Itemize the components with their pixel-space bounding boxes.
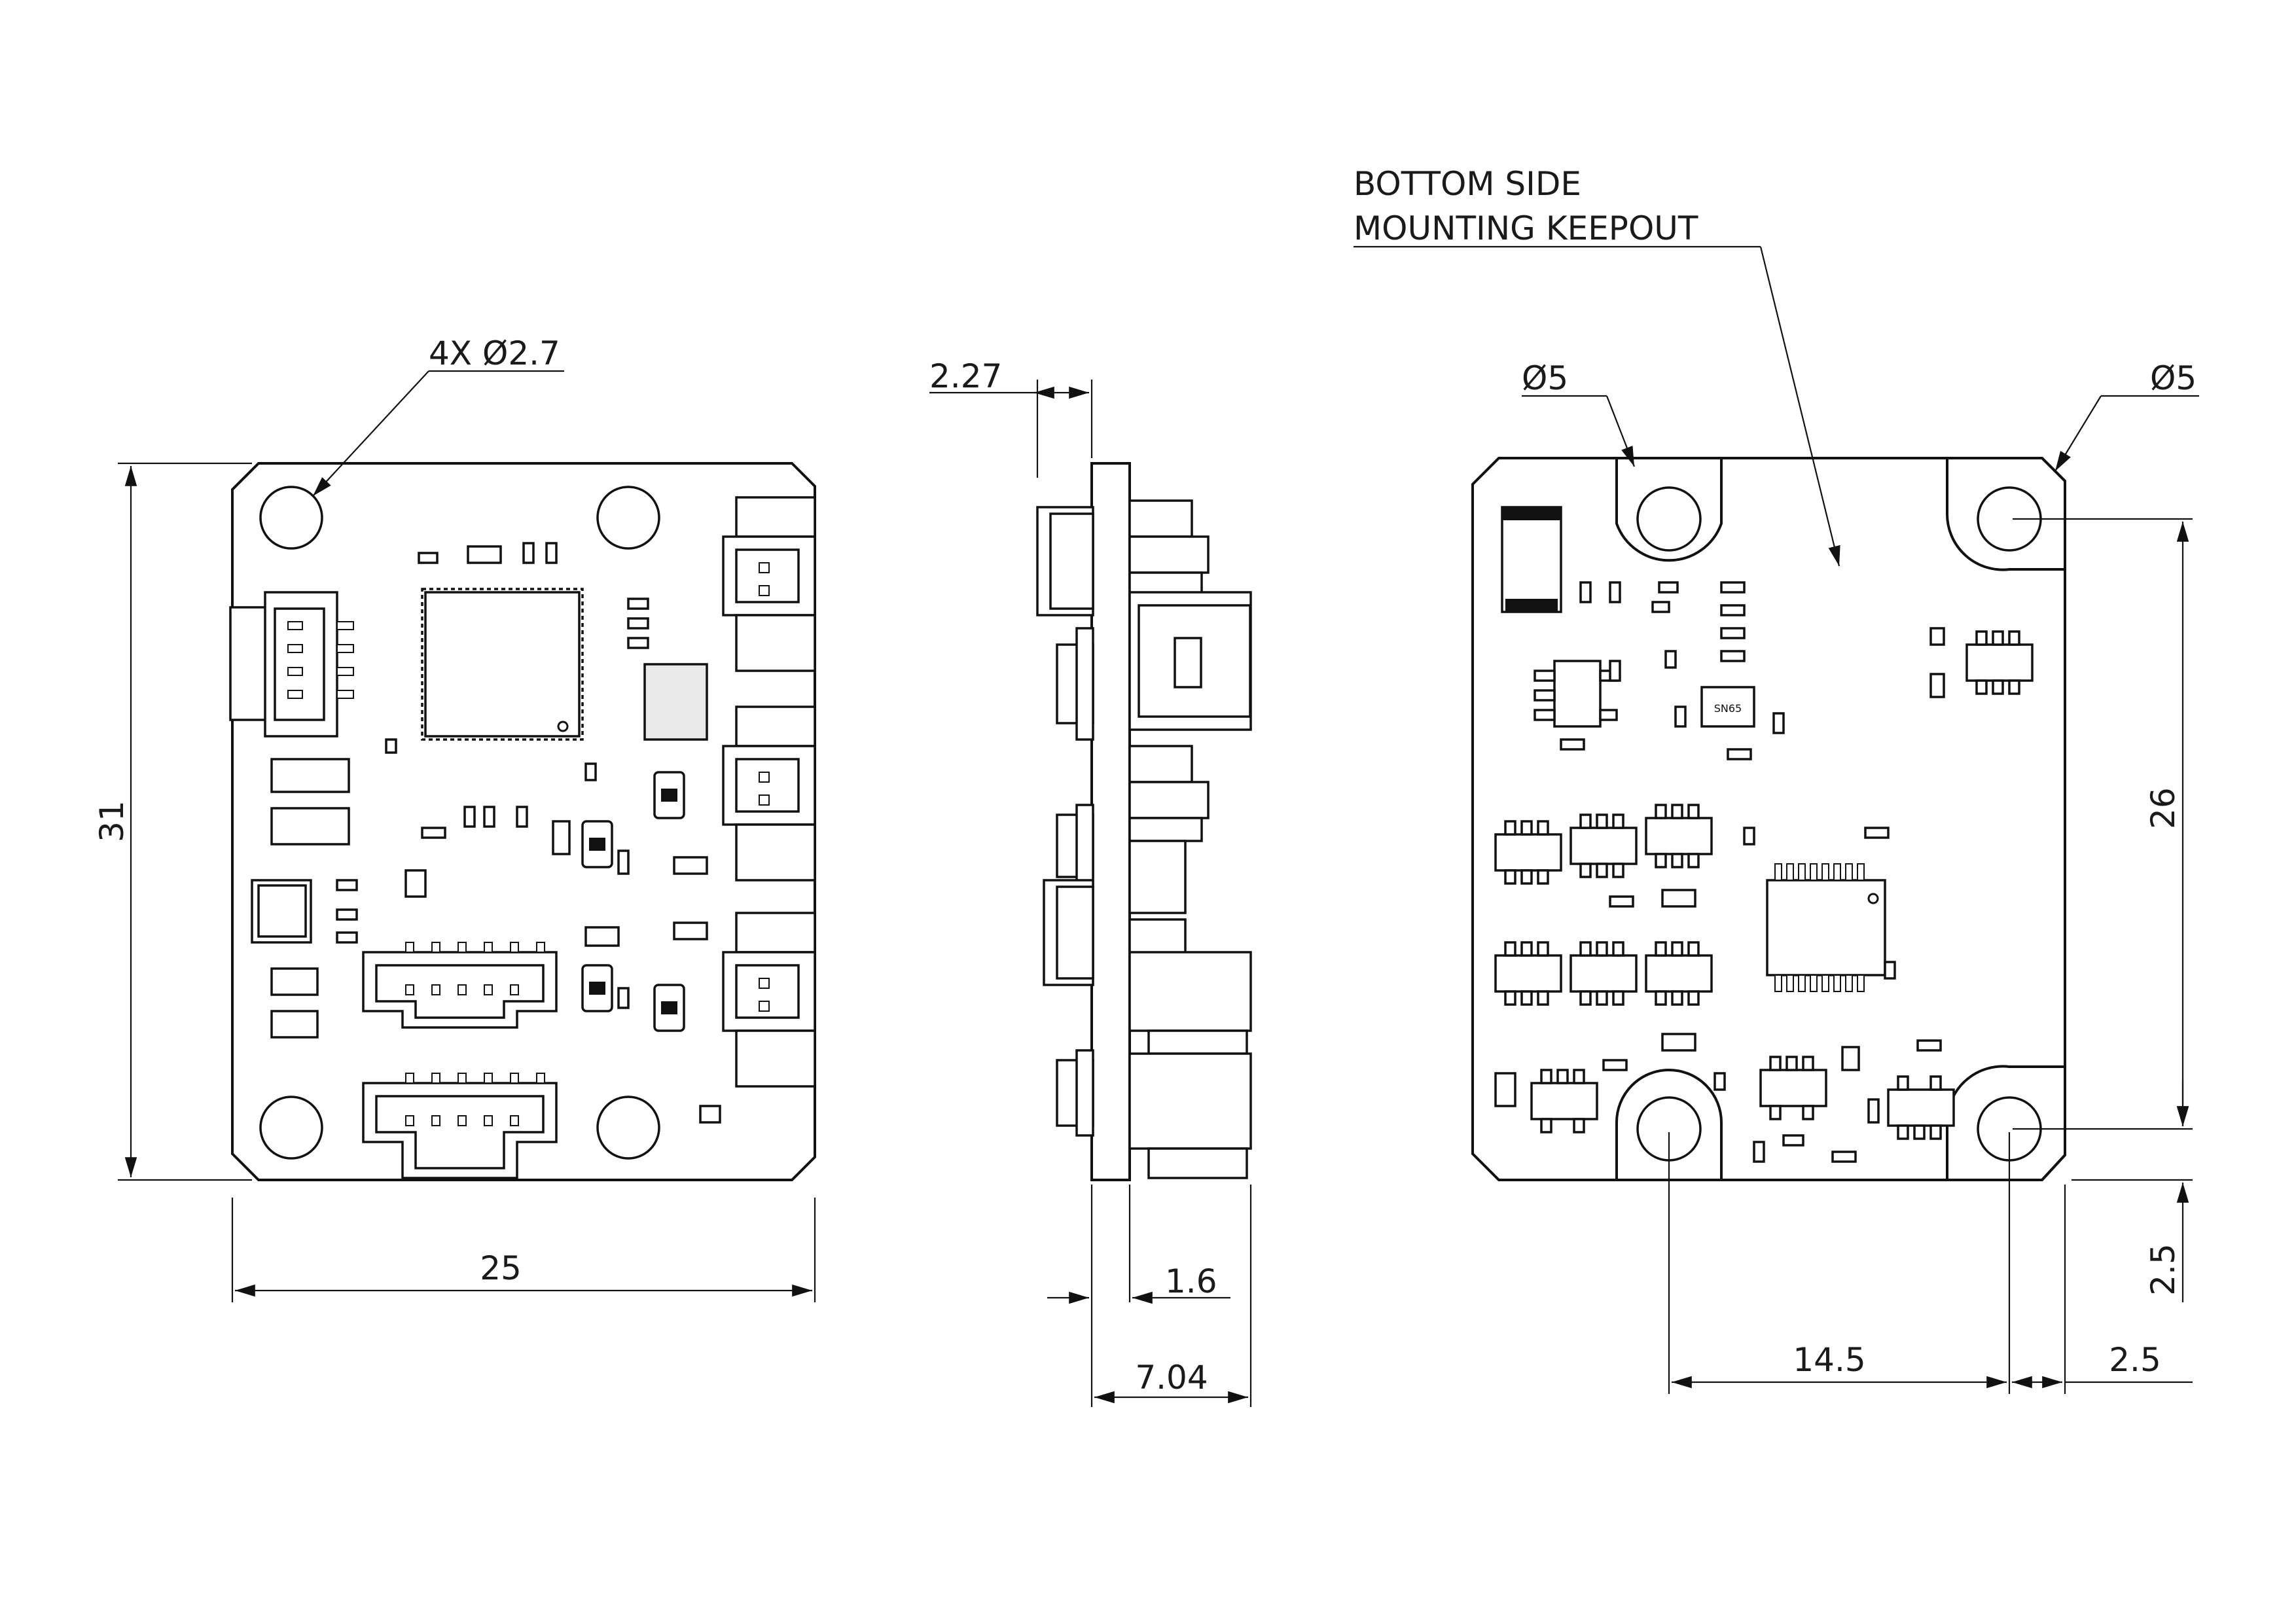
height-dimension-text: 31 (93, 800, 131, 842)
top-dimension: 2.27 (929, 357, 1093, 478)
keepout-note-line1: BOTTOM SIDE (1354, 165, 1581, 203)
keepout-note: BOTTOM SIDE MOUNTING KEEPOUT (1354, 165, 1840, 567)
height-dimension: 31 (93, 462, 252, 1181)
pcb-thickness-text: 1.6 (1165, 1262, 1217, 1300)
keepout-diameter-left-text: Ø5 (1522, 359, 1568, 397)
right-hole-offset: 2.5 (2012, 1185, 2193, 1394)
chip-marking: SN65 (1714, 702, 1742, 715)
width-dimension-text: 25 (480, 1249, 522, 1287)
front-view: 4X Ø2.7 31 25 (93, 334, 816, 1302)
left-connector (229, 591, 354, 738)
vertical-hole-spacing-text: 26 (2144, 787, 2182, 829)
right-connector-1 (722, 496, 816, 672)
bottom-components: SN65 (1494, 506, 2034, 1163)
hole-callout-text: 4X Ø2.7 (429, 334, 560, 372)
side-view: 2.27 1.6 7.04 (929, 357, 1252, 1407)
right-connector-3 (722, 912, 816, 1088)
bottom-connector-2 (362, 1073, 558, 1179)
mounting-hole-tl (259, 486, 323, 550)
bottom-hole-tl (1636, 486, 1702, 552)
keepout-diameter-right-text: Ø5 (2150, 359, 2197, 397)
horizontal-hole-spacing: 14.5 (1668, 1132, 2011, 1394)
overall-depth-text: 7.04 (1135, 1359, 1208, 1397)
bottom-hole-offset-text: 2.5 (2144, 1243, 2182, 1296)
right-hole-offset-text: 2.5 (2109, 1341, 2161, 1379)
keepout-diameter-right: Ø5 (2054, 359, 2199, 472)
width-dimension: 25 (231, 1198, 816, 1302)
vertical-hole-spacing: 26 (2013, 518, 2193, 1130)
horizontal-hole-spacing-text: 14.5 (1793, 1341, 1865, 1379)
keepout-diameter-left: Ø5 (1522, 359, 1636, 467)
main-chip (421, 588, 584, 741)
overall-depth-dimension: 7.04 (1094, 1185, 1252, 1407)
pcb-edge (1090, 462, 1131, 1181)
right-connector-2 (722, 705, 816, 882)
pcb-thickness-dimension: 1.6 (1047, 1185, 1230, 1407)
bottom-connector-1 (362, 942, 558, 1029)
mounting-hole-br (596, 1096, 660, 1160)
front-diodes (581, 771, 685, 1032)
bottom-hole-offset: 2.5 (2072, 1080, 2193, 1302)
hole-callout: 4X Ø2.7 (312, 334, 564, 497)
bottom-view: SN65 (1354, 165, 2199, 1394)
top-dimension-text: 2.27 (929, 357, 1002, 395)
mounting-hole-tr (596, 486, 660, 550)
keepout-note-line2: MOUNTING KEEPOUT (1354, 209, 1698, 247)
front-passives (251, 542, 721, 1124)
mounting-hole-bl (259, 1096, 323, 1160)
